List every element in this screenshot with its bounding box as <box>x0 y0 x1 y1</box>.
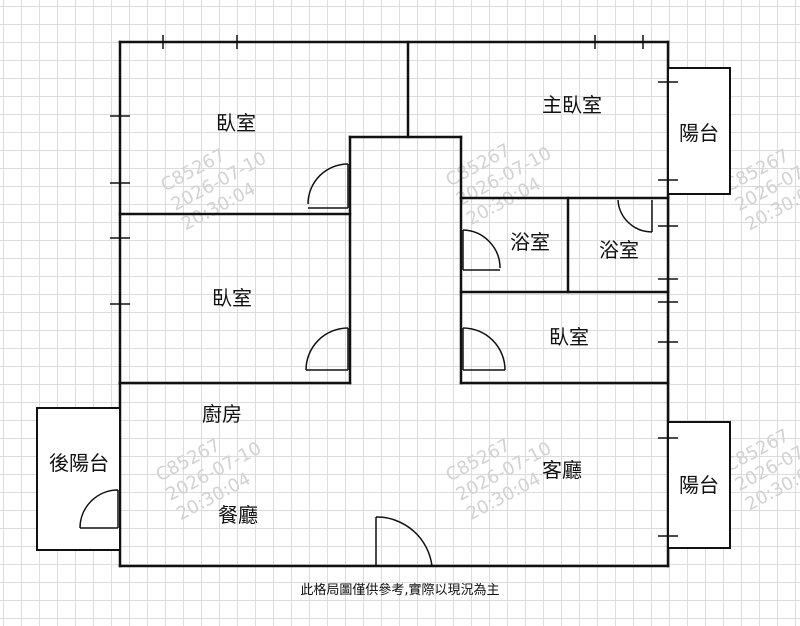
disclaimer-text: 此格局圖僅供參考,實際以現況為主 <box>300 582 499 598</box>
balcony-bottom-right <box>667 421 731 549</box>
door-bedroom-right <box>462 327 506 371</box>
windows <box>110 35 678 537</box>
balconies <box>36 67 731 551</box>
room-label-bedroom-middle-left: 臥室 <box>212 286 252 310</box>
watermark-top-left: C85267 2026-07-10 20:30:04 <box>157 145 270 235</box>
room-label-bedroom-right: 臥室 <box>549 325 589 349</box>
watermark-top-right: C85267 2026-07-10 20:30:04 <box>721 145 800 235</box>
door-main-entrance <box>375 516 433 567</box>
door-bedroom-middle <box>305 327 349 371</box>
door-rear-balcony <box>79 489 119 529</box>
room-label-balcony-bottom-right: 陽台 <box>679 473 719 497</box>
door-bedroom-top <box>307 163 349 209</box>
room-label-bedroom-top-left: 臥室 <box>216 111 256 135</box>
doors <box>79 163 653 567</box>
balcony-top-right <box>667 67 731 195</box>
door-bathroom-1 <box>462 229 501 271</box>
room-label-bathroom-2: 浴室 <box>599 238 639 262</box>
door-bathroom-2 <box>617 199 653 233</box>
room-label-master-bedroom: 主臥室 <box>542 93 602 117</box>
watermark-bottom-right: C85267 2026-07-10 20:30:04 <box>721 425 800 515</box>
room-label-rear-balcony: 後陽台 <box>49 451 109 475</box>
room-label-kitchen: 廚房 <box>202 402 242 426</box>
room-label-balcony-top-right: 陽台 <box>679 121 719 145</box>
room-label-dining-room: 餐廳 <box>218 503 258 527</box>
room-label-living-room: 客廳 <box>542 458 582 482</box>
room-label-bathroom-1: 浴室 <box>510 230 550 254</box>
balcony-rear <box>36 407 121 551</box>
